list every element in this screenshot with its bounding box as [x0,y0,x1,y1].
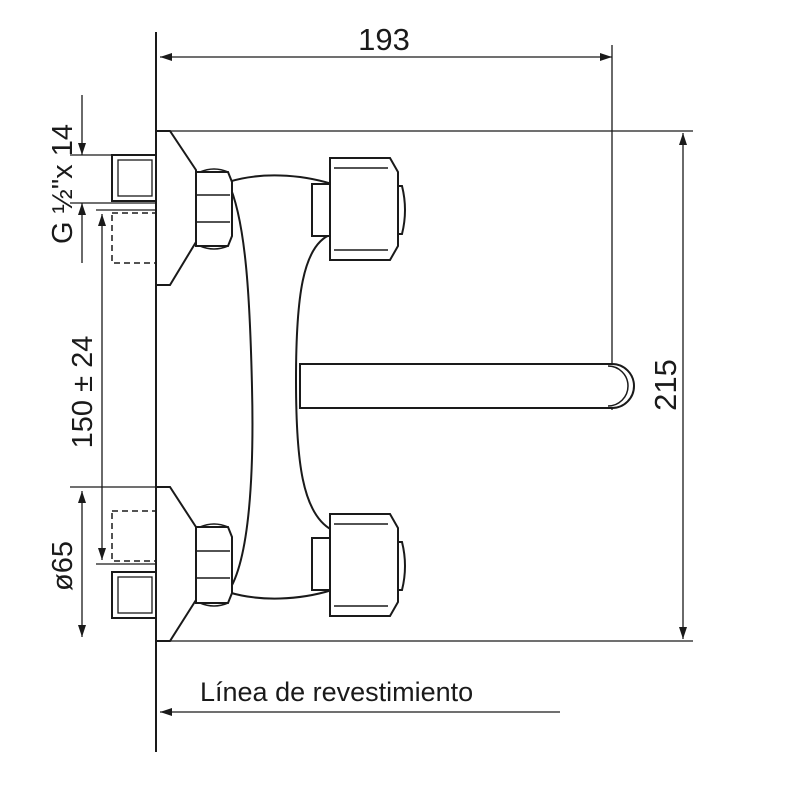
diameter-dimension: ø65 [47,486,160,637]
bottom-inlet-fitting [111,571,157,619]
top-hex-nut [195,168,233,250]
thread-value: G ½"x 14 [47,124,79,244]
center-distance-dimension: 150 ± 24 [67,209,160,565]
wall-label-group: Línea de revestimiento [160,677,560,716]
faucet-body [155,130,635,642]
width-dimension: 193 [160,22,613,410]
top-inlet-fitting [111,154,157,202]
bottom-handle [311,513,406,617]
top-flange [155,130,197,286]
bottom-hex-nut [195,523,233,607]
bottom-flange [155,486,197,642]
diameter-value: ø65 [47,541,79,591]
height-value: 215 [648,359,683,411]
spout [299,363,635,409]
height-dimension: 215 [160,130,693,642]
bottom-hidden-fitting [111,510,157,562]
top-hidden-fitting [111,212,157,264]
width-value: 193 [358,22,410,57]
wall-label: Línea de revestimiento [200,677,473,707]
top-handle [311,157,406,261]
center-distance-value: 150 ± 24 [67,336,99,449]
